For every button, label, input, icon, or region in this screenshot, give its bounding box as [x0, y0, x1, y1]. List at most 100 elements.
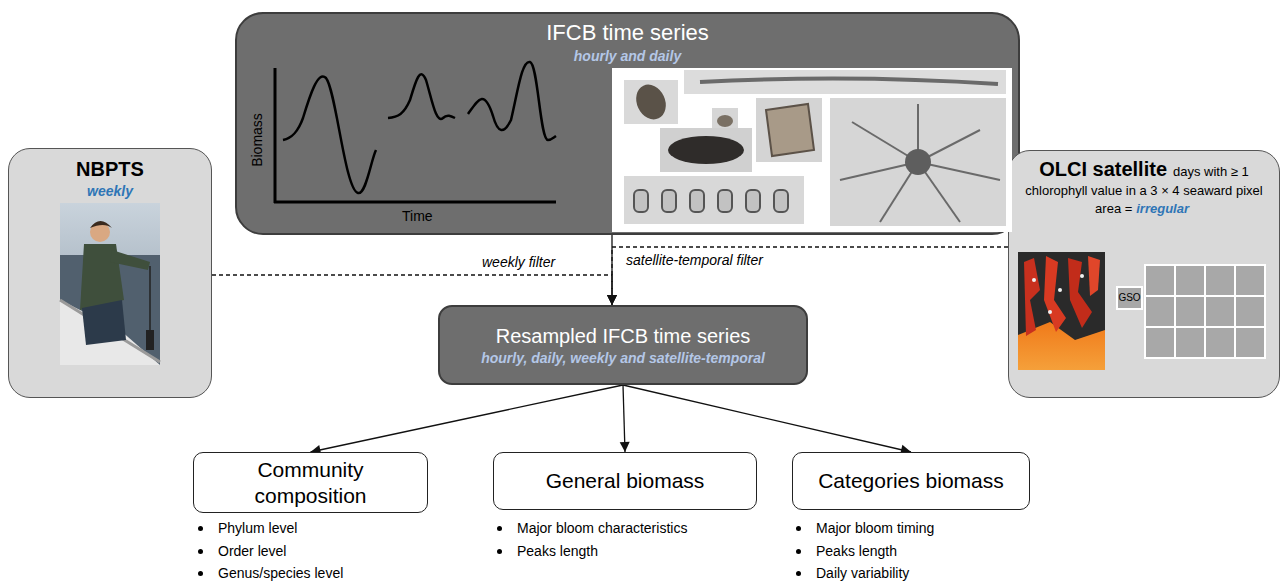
plankton-collage-part [700, 78, 998, 84]
text-group: NBPTSweekly [17, 157, 203, 200]
plankton-collage-part [634, 190, 788, 212]
satellite-map-part [1088, 256, 1100, 296]
pixel-grid-part [1117, 287, 1142, 309]
plankton-collage-part-part [918, 162, 1000, 180]
output-box: General biomass [493, 452, 757, 510]
biomass-chart-part [283, 76, 376, 193]
node-title: Resampled IFCB time series [446, 324, 800, 348]
bullet-text: Major bloom timing [816, 519, 934, 537]
bullet-item: Phylum level [198, 519, 297, 537]
bullet-dot [198, 526, 203, 531]
process-box: Resampled IFCB time serieshourly, daily,… [438, 305, 808, 385]
node-subtitle: irregular [1136, 201, 1189, 216]
connector-line [623, 385, 911, 452]
text-group: Categories biomass [804, 468, 1018, 493]
bullet-text: Phylum level [218, 519, 297, 537]
data-source-panel: NBPTSweekly [8, 148, 212, 398]
text-group: General biomass [505, 468, 745, 493]
plankton-collage-part-part [852, 122, 918, 162]
pixel-grid [1117, 265, 1265, 358]
plankton-collage-part-part [918, 130, 980, 162]
plankton-collage-part-part [840, 162, 918, 180]
connector-line [311, 385, 624, 452]
plankton-collage-part [840, 104, 1000, 222]
pixel-grid-part [1145, 327, 1175, 358]
output-box: Categories biomass [792, 452, 1030, 510]
satellite-map-part [1044, 256, 1066, 332]
plankton-collage-part-part [662, 190, 676, 212]
node-subtitle: weekly [17, 183, 203, 200]
edge-label: satellite-temporal filter [626, 252, 763, 269]
pixel-label: GSO [1117, 287, 1142, 309]
bullet-dot [796, 571, 801, 576]
plankton-collage-part [624, 80, 678, 124]
edge-label: weekly filter [482, 254, 555, 271]
pixel-grid-part [1205, 327, 1235, 358]
biomass-chart-part [468, 62, 556, 140]
plankton-collage-part [668, 136, 744, 164]
node-title: OLCI satellite [1039, 158, 1167, 180]
plankton-collage-part [712, 108, 738, 134]
sampling-photo-part [146, 330, 154, 350]
satellite-map-part [1032, 278, 1036, 282]
bullet-item: Major bloom characteristics [497, 519, 687, 537]
biomass-chart-part [388, 74, 455, 119]
plankton-collage-part [766, 104, 814, 156]
bullet-text: Order level [218, 542, 286, 560]
pixel-grid-part [1145, 296, 1175, 327]
bullet-item: Peaks length [497, 542, 598, 560]
plankton-collage-part [717, 115, 733, 127]
sampling-photo-part [60, 300, 160, 362]
dashed-arrow [212, 275, 617, 305]
sampling-photo-part [80, 244, 124, 310]
node-subtitle: hourly and daily [378, 48, 878, 65]
satellite-map-part [1048, 310, 1052, 314]
plankton-collage-part [756, 98, 822, 162]
text-group: IFCB time serieshourly and daily [378, 20, 878, 65]
plankton-collage-part-part [774, 190, 788, 212]
satellite-map-part [1024, 258, 1040, 336]
node-title: Categories biomass [804, 468, 1018, 493]
bullet-dot [198, 571, 203, 576]
sampling-photo [60, 203, 160, 365]
arrow [623, 385, 911, 455]
sampling-photo-part [90, 221, 112, 228]
pixel-grid-part [1175, 296, 1205, 327]
bullet-text: Daily variability [816, 564, 909, 582]
arrow-head [607, 295, 617, 305]
bullet-dot [796, 549, 801, 554]
plankton-collage-part [684, 70, 1006, 94]
biomass-chart-part [274, 68, 277, 203]
arrow [620, 385, 630, 452]
connector-line [212, 275, 612, 305]
arrow-head [607, 295, 617, 305]
connector-line [612, 247, 1008, 305]
bullet-item: Order level [198, 542, 286, 560]
pixel-grid-part [1205, 296, 1235, 327]
plankton-collage-part-part [917, 104, 919, 162]
satellite-map-part [1058, 288, 1062, 292]
plankton-collage-part-part [918, 162, 960, 222]
node-title: General biomass [505, 468, 745, 493]
plankton-collage-part [624, 176, 804, 224]
arrow-head [607, 295, 617, 305]
plankton-collage-part [612, 68, 1012, 232]
data-source-panel: OLCI satellitedays with ≥ 1 chlorophyll … [1008, 150, 1280, 398]
text-group: Community composition [208, 457, 413, 507]
data-source-panel: IFCB time serieshourly and daily [235, 12, 1020, 235]
satellite-map-part [1018, 322, 1105, 370]
satellite-map-part [1080, 274, 1084, 278]
bullet-item: Daily variability [796, 564, 909, 582]
output-box: Community composition [193, 452, 428, 513]
sampling-photo-part [82, 300, 126, 345]
plankton-collage-part-part [718, 190, 732, 212]
pixel-grid-part [1175, 327, 1205, 358]
pixel-grid-part [1235, 296, 1265, 327]
plankton-collage-part [631, 80, 672, 124]
bullet-item: Genus/species level [198, 564, 343, 582]
plankton-collage-part-part [880, 162, 918, 222]
sampling-photo-part [60, 255, 160, 365]
biomass-chart-part [274, 201, 556, 204]
plankton-collage-part-part [746, 190, 760, 212]
